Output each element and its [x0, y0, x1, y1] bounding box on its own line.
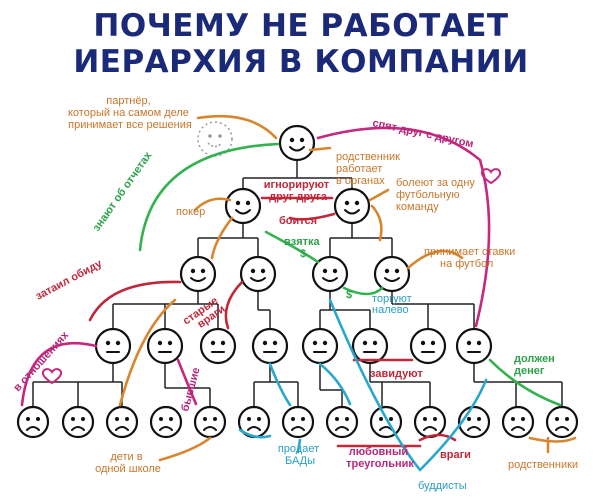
bets-arrow	[406, 249, 464, 270]
label-partner: партнёр, который на самом деле принимает…	[68, 95, 192, 131]
label-love-triangle: любовный треугольник	[346, 446, 414, 470]
relation-arrows	[20, 114, 577, 472]
neutral-face-icon	[409, 327, 447, 365]
dollar-sign-icon: $	[300, 248, 306, 260]
heart-icon	[41, 368, 63, 385]
trade-left-arrow	[342, 286, 384, 296]
label-relative-organs: родственник работает в органах	[336, 151, 403, 187]
label-grudge: затаил обиду	[34, 257, 105, 302]
sleep-together-arrow	[316, 126, 491, 328]
label-football: болеют за одну футбольную команду	[396, 177, 478, 213]
owes-money-arrow	[488, 358, 562, 407]
smile-face-icon	[311, 255, 349, 293]
smile-face-icon	[373, 255, 411, 293]
label-envy: завидуют	[370, 368, 423, 380]
smile-face-icon	[278, 124, 316, 162]
supplements-arrow	[238, 428, 302, 454]
sad-face-icon	[545, 405, 579, 439]
label-afraid: боится	[279, 215, 317, 227]
sad-face-icon	[61, 405, 95, 439]
ex-arrow	[176, 358, 198, 406]
bribe-arrow	[264, 230, 320, 264]
orange-connection-arrow	[118, 298, 177, 407]
blue-connection-arrow	[268, 362, 352, 407]
sad-face-icon	[149, 405, 183, 439]
neutral-face-icon	[94, 327, 132, 365]
neutral-face-icon	[351, 327, 389, 365]
football-arrow	[368, 188, 390, 242]
smile-face-icon	[239, 255, 277, 293]
neutral-face-icon	[146, 327, 184, 365]
sad-face-icon	[369, 405, 403, 439]
dollar-sign-icon: $	[346, 289, 352, 301]
neutral-face-icon	[455, 327, 493, 365]
label-sleep-together: спят друг с другом	[371, 117, 474, 150]
sad-face-icon	[501, 405, 535, 439]
label-ignore: игнорируют друг друга	[264, 179, 332, 203]
heart-icon	[480, 168, 502, 185]
label-relatives: родственники	[508, 459, 578, 471]
poker-arrow	[193, 197, 234, 260]
smile-face-icon	[224, 187, 262, 225]
label-enemies: враги	[440, 449, 471, 461]
sad-face-icon	[16, 405, 50, 439]
know-reports-arrow	[138, 142, 280, 252]
label-relationship: в отношениях	[11, 329, 72, 394]
neutral-face-icon	[251, 327, 289, 365]
same-school-arrow	[158, 436, 212, 462]
sad-face-icon	[325, 405, 359, 439]
relatives-arrow	[528, 436, 577, 454]
neutral-face-icon	[301, 327, 339, 365]
smile-face-icon	[179, 255, 217, 293]
relative-organs-arrow	[308, 146, 332, 152]
label-supplements: продает БАДы	[278, 443, 322, 467]
label-same-school: дети в одной школе	[95, 451, 161, 475]
sad-face-icon	[237, 405, 271, 439]
sad-face-icon	[457, 405, 491, 439]
sad-face-icon	[105, 405, 139, 439]
neutral-face-icon	[199, 327, 237, 365]
label-trade-left: торгуют налево	[372, 293, 415, 316]
title-line-2: ИЕРАРХИЯ В КОМПАНИИ	[73, 44, 528, 80]
label-bets: принимает ставки на футбол	[424, 246, 518, 270]
enemies-arrow	[418, 433, 457, 442]
old-enemies-arrow	[224, 280, 244, 330]
sad-face-icon	[193, 405, 227, 439]
relationship-arrow	[20, 341, 98, 407]
buddhists-arrow	[328, 298, 488, 472]
label-bribe: взятка	[284, 236, 321, 248]
sad-face-icon	[281, 405, 315, 439]
label-owes-money: должен денег	[514, 353, 558, 377]
smile-face-icon	[333, 187, 371, 225]
label-buddhists: буддисты	[418, 480, 467, 492]
label-poker: покер	[176, 206, 205, 218]
partner-arrow	[196, 114, 278, 140]
grudge-arrow	[88, 280, 182, 322]
sad-face-icon	[413, 405, 447, 439]
afraid-arrow	[288, 212, 336, 221]
title-line-1: ПОЧЕМУ НЕ РАБОТАЕТ	[93, 8, 508, 44]
